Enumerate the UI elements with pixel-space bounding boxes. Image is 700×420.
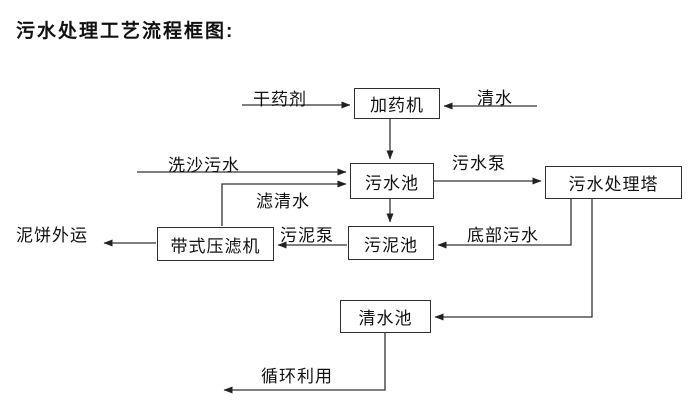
- edge-bottom-sewage-line: [437, 199, 572, 249]
- edge-label-filtered-water: 滤清水: [256, 192, 310, 211]
- node-sludge-pool: 污泥池: [348, 226, 434, 260]
- edge-label-sand-washing: 洗沙污水: [168, 156, 240, 175]
- edge-label-sludge-pump: 污泥泵: [280, 226, 334, 245]
- edge-label-clear-water: 清水: [477, 89, 513, 108]
- node-dosing-machine: 加药机: [354, 88, 440, 119]
- edge-tower-to-clear: [434, 199, 593, 321]
- edge-label-mudcake-out: 泥饼外运: [16, 226, 88, 245]
- edge-label-dry-agent: 干药剂: [253, 90, 307, 109]
- edge-label-sewage-pump: 污水泵: [452, 154, 506, 173]
- node-treatment-tower: 污水处理塔: [545, 166, 682, 199]
- edge-filtered-water-back: [221, 180, 347, 226]
- page-title: 污水处理工艺流程框图:: [16, 21, 235, 42]
- node-belt-filter-press: 带式压滤机: [157, 227, 274, 261]
- node-clear-water-pool: 清水池: [340, 300, 431, 333]
- edge-label-bottom-sewage: 底部污水: [467, 226, 539, 245]
- node-sewage-pool: 污水池: [350, 163, 434, 199]
- edge-recycle-line: [223, 333, 386, 394]
- edge-label-recycle: 循环利用: [261, 367, 333, 386]
